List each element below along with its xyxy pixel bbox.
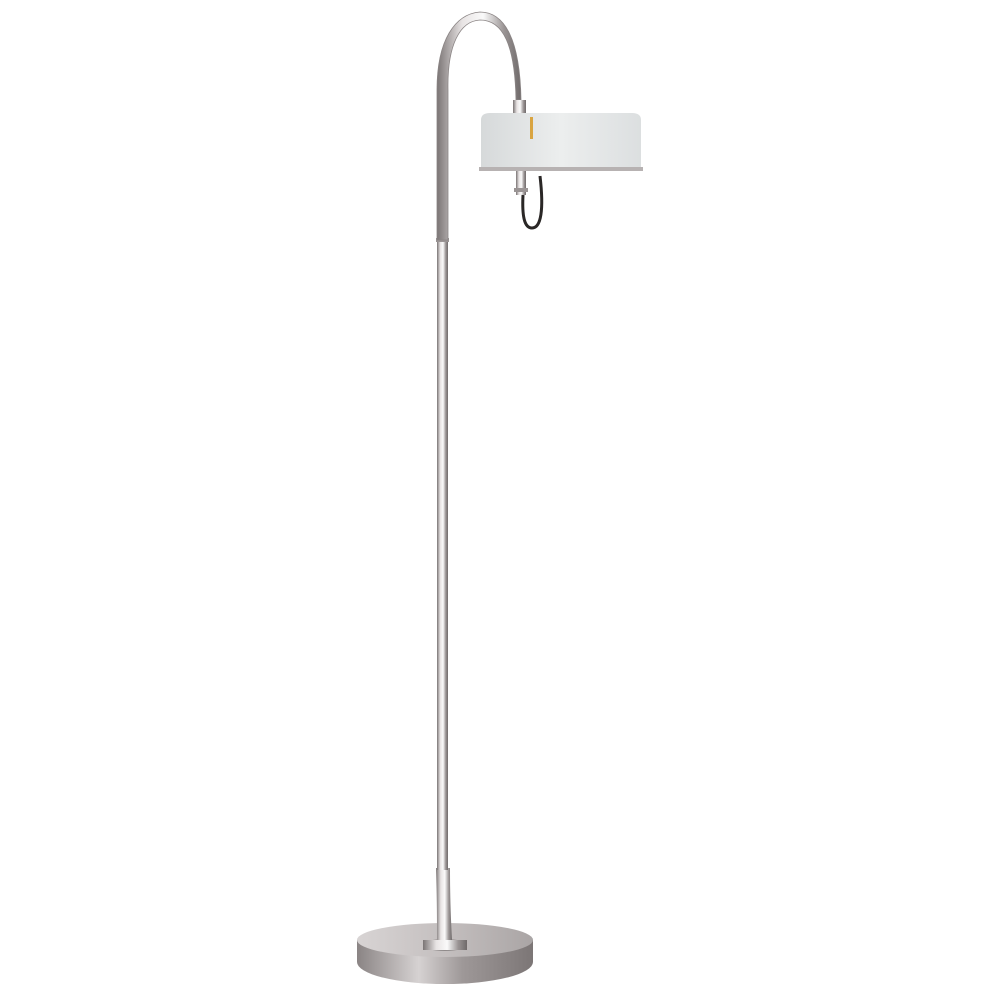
lamp-pole [436,11,526,940]
bulb-glow [530,117,533,139]
lamp-cord [514,171,544,230]
lamp-shade [479,113,643,171]
